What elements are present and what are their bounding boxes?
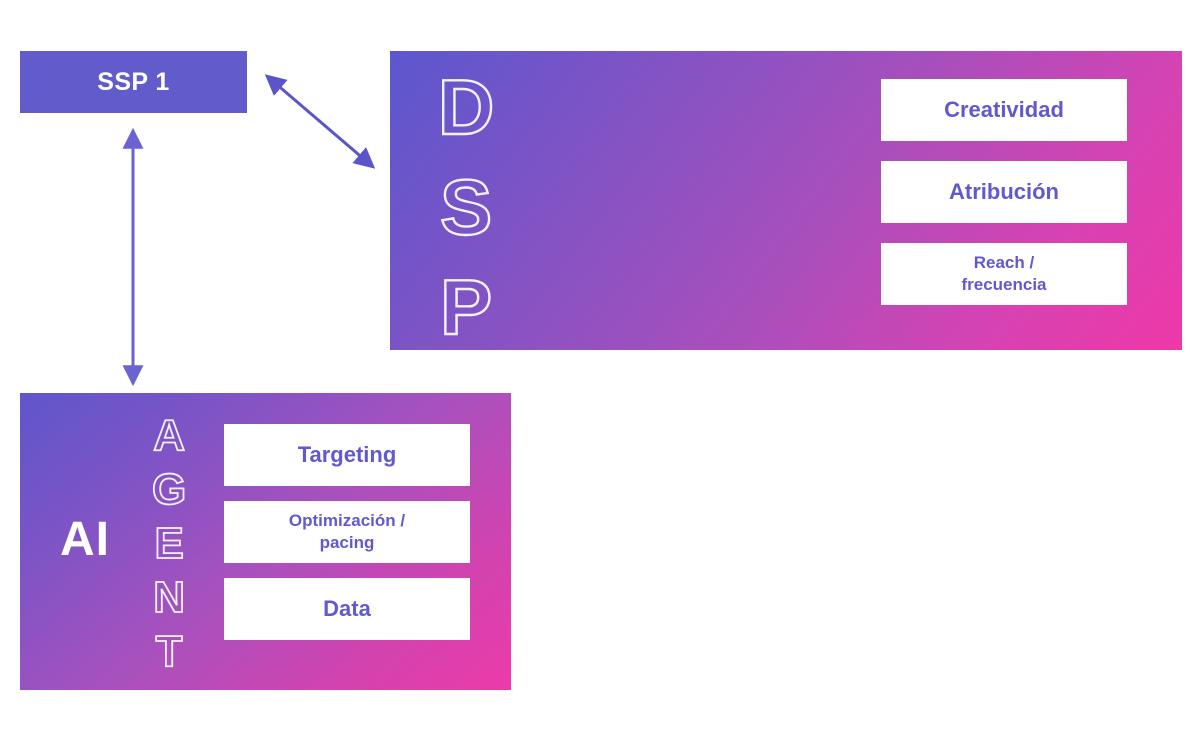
dsp-letter-s: S xyxy=(439,163,493,251)
dsp-letter-p: P xyxy=(439,263,493,351)
ai-label: AI xyxy=(60,513,110,566)
agent-chip-optimizacion-pacing[interactable]: Optimización / pacing xyxy=(224,501,470,563)
agent-vertical-word: A G E N T xyxy=(151,411,187,676)
dsp-chip-list: Creatividad Atribución Reach / frecuenci… xyxy=(881,79,1127,305)
dsp-chip-atribucion[interactable]: Atribución xyxy=(881,161,1127,223)
agent-letter-g: G xyxy=(151,465,187,514)
dsp-vertical-word: D S P xyxy=(437,63,496,351)
agent-chip-data[interactable]: Data xyxy=(224,578,470,640)
agent-letter-n: N xyxy=(152,573,186,622)
dsp-chip-reach-frecuencia[interactable]: Reach / frecuencia xyxy=(881,243,1127,305)
ssp-to-dsp-arrow xyxy=(264,74,376,169)
agent-letter-a: A xyxy=(152,411,186,460)
agent-chip-list: Targeting Optimización / pacing Data xyxy=(224,424,470,640)
ssp-to-agent-arrow xyxy=(122,127,144,387)
agent-chip-targeting[interactable]: Targeting xyxy=(224,424,470,486)
dsp-chip-creatividad[interactable]: Creatividad xyxy=(881,79,1127,141)
ssp-box[interactable]: SSP 1 xyxy=(20,51,247,113)
agent-letter-t: T xyxy=(155,627,184,676)
agent-letter-e: E xyxy=(154,519,185,568)
ssp-label: SSP 1 xyxy=(97,67,170,96)
dsp-letter-d: D xyxy=(437,63,496,151)
